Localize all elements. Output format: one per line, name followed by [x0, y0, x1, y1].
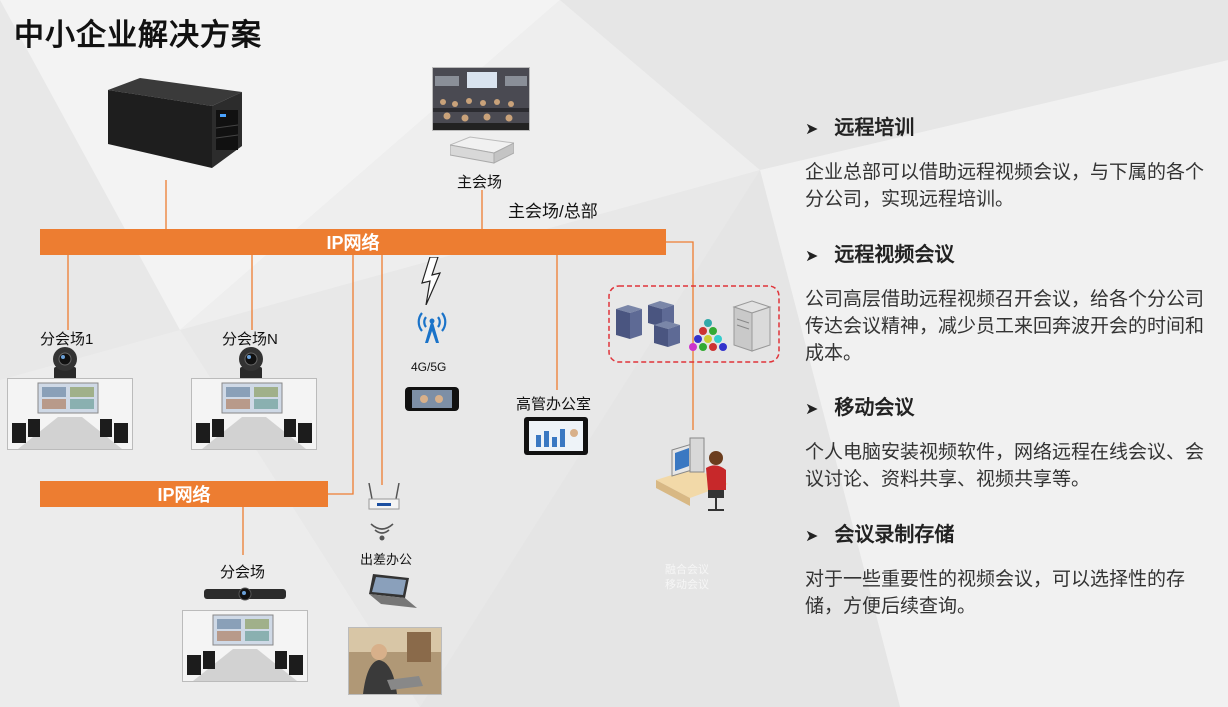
- faint-label-1: 融合会议: [665, 564, 709, 576]
- ip-network-bar-bottom: IP网络: [40, 481, 328, 507]
- feature-body-mobile-meeting: 个人电脑安装视频软件，网络远程在线会议、会议讨论、资料共享、视频共享等。: [805, 442, 1205, 490]
- smartphone-icon: [405, 387, 459, 411]
- branch-1-photo: [7, 378, 133, 450]
- feature-body-remote-training: 企业总部可以借助远程视频会议，与下属的各个分公司，实现远程培训。: [805, 162, 1205, 210]
- arrowhead-bullet-icon: ➤: [805, 121, 819, 138]
- codec-box-icon: [450, 136, 514, 164]
- feature-body-recording: 对于一些重要性的视频会议，可以选择性的存储，方便后续查询。: [805, 569, 1186, 617]
- branch-n-photo: [191, 378, 317, 450]
- wifi-icon: [370, 523, 394, 541]
- feature-body-remote-video: 公司高层借助远程视频召开会议，给各个分公司传达会议精神，减少员工来回奔波开会的时…: [805, 289, 1205, 364]
- ptz-camera-icon: [53, 347, 77, 381]
- ptz-camera-icon: [239, 347, 263, 381]
- main-venue-label: 主会场: [457, 174, 503, 191]
- feature-heading-remote-video: ➤ 远程视频会议: [805, 238, 1215, 267]
- tablet-icon: [524, 417, 588, 455]
- ip-network-bar-top: IP网络: [40, 229, 666, 255]
- feature-heading-remote-training: ➤ 远程培训: [805, 111, 1215, 140]
- server-group: [608, 285, 780, 363]
- hq-label: 主会场/总部: [508, 202, 598, 221]
- feature-heading-mobile-meeting: ➤ 移动会议: [805, 391, 1215, 420]
- page-title: 中小企业解决方案: [14, 19, 262, 52]
- feature-heading-text: 远程视频会议: [834, 244, 955, 266]
- lightning-icon: [421, 257, 442, 305]
- business-trip-photo: [348, 627, 442, 695]
- arrowhead-bullet-icon: ➤: [805, 248, 819, 265]
- feature-heading-recording: ➤ 会议录制存储: [805, 518, 1215, 547]
- business-trip-label: 出差办公: [360, 552, 413, 567]
- feature-heading-text: 会议录制存储: [834, 524, 955, 546]
- exec-office-label: 高管办公室: [516, 396, 592, 413]
- wireless-signal-icon: [417, 312, 447, 343]
- router-icon: [368, 483, 400, 510]
- feature-heading-text: 远程培训: [834, 117, 915, 139]
- faint-label-2: 移动会议: [665, 579, 709, 591]
- feature-heading-text: 移动会议: [834, 397, 915, 419]
- arrowhead-bullet-icon: ➤: [805, 528, 819, 545]
- mobile-label: 4G/5G: [411, 360, 447, 374]
- laptop-icon: [369, 574, 417, 608]
- office-worker-icon: [656, 437, 728, 511]
- branch-1-label: 分会场1: [40, 331, 94, 348]
- sub-venue-label: 分会场: [220, 564, 266, 581]
- main-venue-photo: [432, 67, 530, 131]
- sub-venue-photo: [182, 610, 308, 682]
- branch-n-label: 分会场N: [222, 331, 278, 348]
- arrowhead-bullet-icon: ➤: [805, 401, 819, 418]
- video-bar-camera-icon: [204, 587, 286, 601]
- rack-server-icon: [108, 78, 242, 168]
